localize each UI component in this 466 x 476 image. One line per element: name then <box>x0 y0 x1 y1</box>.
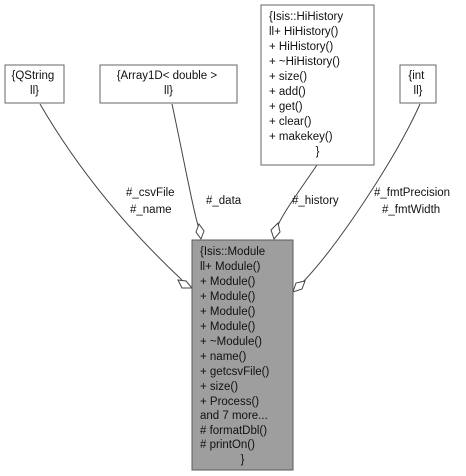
node-line: + Module() <box>200 291 255 303</box>
node-text: {Array1D< double > ll} <box>117 70 221 97</box>
edge-label-fmtprecision: #_fmtPrecision <box>374 187 450 199</box>
node-line: ll} <box>414 85 423 97</box>
edge-line <box>39 103 183 281</box>
node-line: + ~HiHistory() <box>269 56 340 68</box>
node-line: + add() <box>269 86 306 98</box>
node-box <box>99 64 238 104</box>
aggregation-diamond <box>177 279 194 289</box>
aggregation-diamond <box>195 222 205 241</box>
node-module[interactable]: {Isis::Module ll+ Module() + Module() + … <box>191 239 294 471</box>
node-line: + ~Module() <box>200 336 262 348</box>
edge-label-history: #_history <box>292 195 339 207</box>
node-array1d[interactable]: {Array1D< double > ll} <box>99 64 238 104</box>
node-line: + makekey() <box>269 131 333 143</box>
edge-array1d-module: #_data <box>171 103 242 241</box>
node-line: } <box>316 146 320 158</box>
node-hihistory[interactable]: {Isis::HiHistory ll+ HiHistory() + HiHis… <box>260 4 375 166</box>
aggregation-diamond <box>270 222 281 240</box>
node-line: + Module() <box>200 321 255 333</box>
node-qstring[interactable]: {QString ll} <box>4 64 65 104</box>
node-line: # formatDbl() <box>200 425 267 437</box>
node-line: + Module() <box>200 276 255 288</box>
node-line: and 7 more... <box>200 410 268 422</box>
edge-qstring-module: #_csvFile #_name <box>39 103 194 289</box>
node-int[interactable]: {int ll} <box>399 64 437 104</box>
edge-int-module: #_fmtPrecision #_fmtWidth <box>292 103 450 293</box>
edge-label-name: #_name <box>130 204 172 216</box>
edge-hihistory-module: #_history <box>270 164 339 240</box>
node-line: {Isis::Module <box>200 246 265 258</box>
node-line: {Isis::HiHistory <box>269 11 343 23</box>
aggregation-diamond <box>292 280 306 293</box>
node-line: + Process() <box>200 396 259 408</box>
node-line: + get() <box>269 101 303 113</box>
node-box <box>399 64 437 104</box>
node-line: ll} <box>30 85 39 97</box>
node-box <box>191 239 294 471</box>
node-line: + clear() <box>269 116 312 128</box>
node-line: + Module() <box>200 306 255 318</box>
edge-label-fmtwidth: #_fmtWidth <box>382 204 440 216</box>
node-line: + HiHistory() <box>269 41 333 53</box>
node-text: {QString ll} <box>11 70 57 97</box>
edge-line <box>171 103 201 233</box>
node-line: {QString <box>11 70 54 82</box>
edge-line <box>277 164 318 226</box>
node-text: {Isis::Module ll+ Module() + Module() + … <box>200 246 273 466</box>
node-text: {int ll} <box>408 70 427 97</box>
node-box <box>4 64 65 104</box>
node-line: ll+ HiHistory() <box>269 26 338 38</box>
edge-label-data: #_data <box>206 195 242 207</box>
node-box <box>260 4 375 166</box>
node-line: ll} <box>164 85 173 97</box>
node-line: {int <box>408 70 425 82</box>
node-line: + size() <box>269 71 307 83</box>
node-line: {Array1D< double > <box>117 70 218 82</box>
edge-label-csvfile: #_csvFile <box>126 187 175 199</box>
node-line: + name() <box>200 351 247 363</box>
node-line: # printOn() <box>200 439 255 451</box>
edge-line <box>299 103 421 286</box>
node-line: + getcsvFile() <box>200 366 270 378</box>
node-line: ll+ Module() <box>200 261 261 273</box>
node-text: {Isis::HiHistory ll+ HiHistory() + HiHis… <box>269 11 346 158</box>
node-line: } <box>241 454 245 466</box>
node-line: + size() <box>200 381 238 393</box>
